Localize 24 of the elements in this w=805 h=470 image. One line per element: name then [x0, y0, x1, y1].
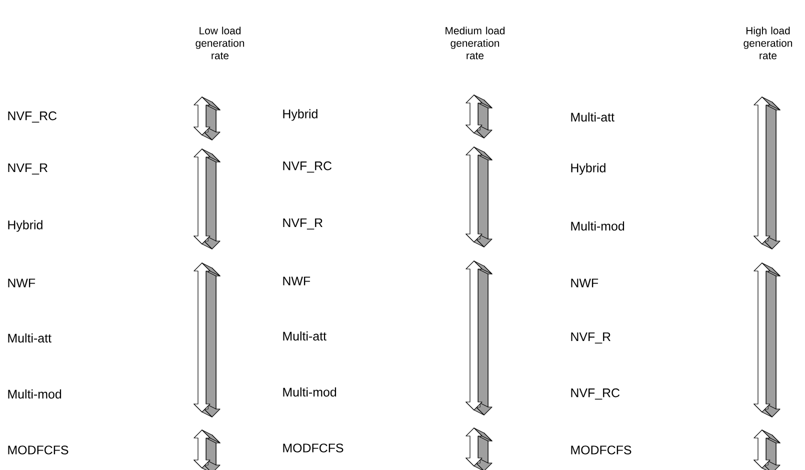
method-label: MODFCFS	[8, 446, 68, 454]
method-label: Hybrid	[571, 163, 606, 175]
method-label: Multi-att	[8, 333, 52, 343]
method-label: NVF_RC	[571, 388, 620, 400]
column-header: Low load generation rate	[196, 26, 244, 60]
method-label: MODFCFS	[571, 446, 632, 454]
method-label: NWF	[283, 276, 310, 286]
method-label: Multi-mod	[8, 389, 62, 399]
method-label: NWF	[8, 278, 36, 288]
column-header: High load generation rate	[744, 26, 792, 60]
method-label: Multi-mod	[283, 387, 336, 397]
method-label: Hybrid	[283, 109, 318, 121]
method-label: MODFCFS	[283, 444, 344, 452]
method-label: NVF_R	[8, 163, 48, 174]
method-label: NVF_R	[283, 218, 322, 230]
column-header: Medium load generation rate	[446, 26, 505, 60]
method-label: NVF_RC	[8, 111, 57, 123]
method-label: Multi-mod	[571, 221, 624, 231]
method-label: Multi-att	[571, 112, 614, 122]
method-label: NVF_R	[571, 332, 610, 344]
method-label: NVF_RC	[283, 161, 332, 173]
method-label: NWF	[571, 278, 598, 288]
method-label: Hybrid	[8, 220, 42, 232]
method-label: Multi-att	[283, 331, 326, 341]
